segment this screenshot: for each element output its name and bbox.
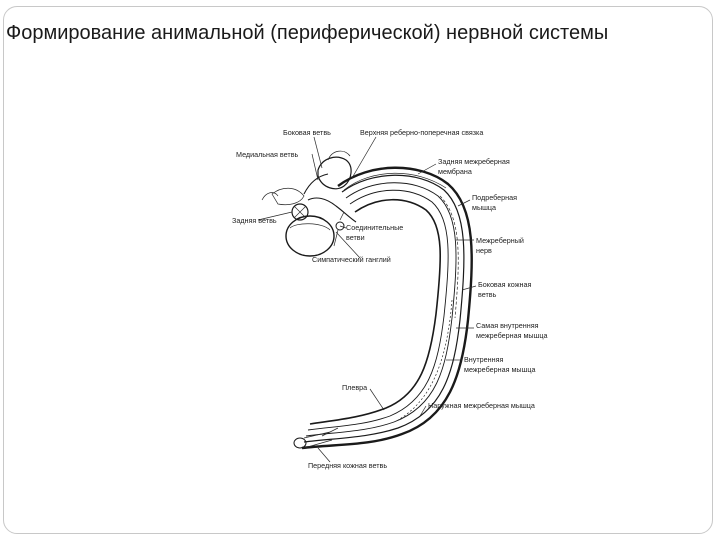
- label-intercostal-nerve-1: Межреберный: [476, 236, 524, 245]
- label-posterior-intercostal-membrane-1: Задняя межреберная: [438, 157, 510, 166]
- label-internal-intercostal-muscle-1: Внутренняя: [464, 355, 503, 364]
- label-communicating-branches-1: Соединительные: [346, 223, 403, 232]
- label-medial-branch: Медиальная ветвь: [236, 150, 299, 159]
- label-subcostal-muscle-2: мышца: [472, 203, 496, 212]
- leader-lines: [257, 136, 477, 463]
- label-pleura: Плевра: [342, 383, 367, 392]
- label-intercostal-nerve-2: нерв: [476, 246, 492, 255]
- label-lateral-branch: Боковая ветвь: [283, 128, 331, 137]
- label-internal-intercostal-muscle-2: межреберная мышца: [464, 365, 535, 374]
- slide-title: Формирование анимальной (периферической)…: [6, 22, 609, 44]
- vertebra: [261, 150, 357, 257]
- label-innermost-intercostal-muscle-2: межреберная мышца: [476, 331, 547, 340]
- label-sympathetic-ganglion: Симпатический ганглий: [312, 255, 391, 264]
- anterior-end: [293, 427, 339, 449]
- label-upper-costotransverse-ligament: Верхняя реберно-поперечная связка: [360, 128, 483, 137]
- slide-frame: [3, 6, 713, 534]
- diagram-labels: Боковая ветвь Верхняя реберно-поперечная…: [232, 128, 547, 470]
- label-communicating-branches-2: ветви: [346, 233, 365, 242]
- label-external-intercostal-muscle: Наружная межреберная мышца: [428, 401, 535, 410]
- label-posterior-branch: Задняя ветвь: [232, 216, 277, 225]
- label-posterior-intercostal-membrane-2: мембрана: [438, 167, 472, 176]
- label-anterior-cutaneous-branch: Передняя кожная ветвь: [308, 461, 387, 470]
- intercostal-arch: [301, 166, 473, 450]
- label-lateral-cutaneous-branch-1: Боковая кожная: [478, 280, 531, 289]
- label-lateral-cutaneous-branch-2: ветвь: [478, 290, 497, 299]
- label-subcostal-muscle-1: Подреберная: [472, 193, 517, 202]
- label-innermost-intercostal-muscle-1: Самая внутренняя: [476, 321, 539, 330]
